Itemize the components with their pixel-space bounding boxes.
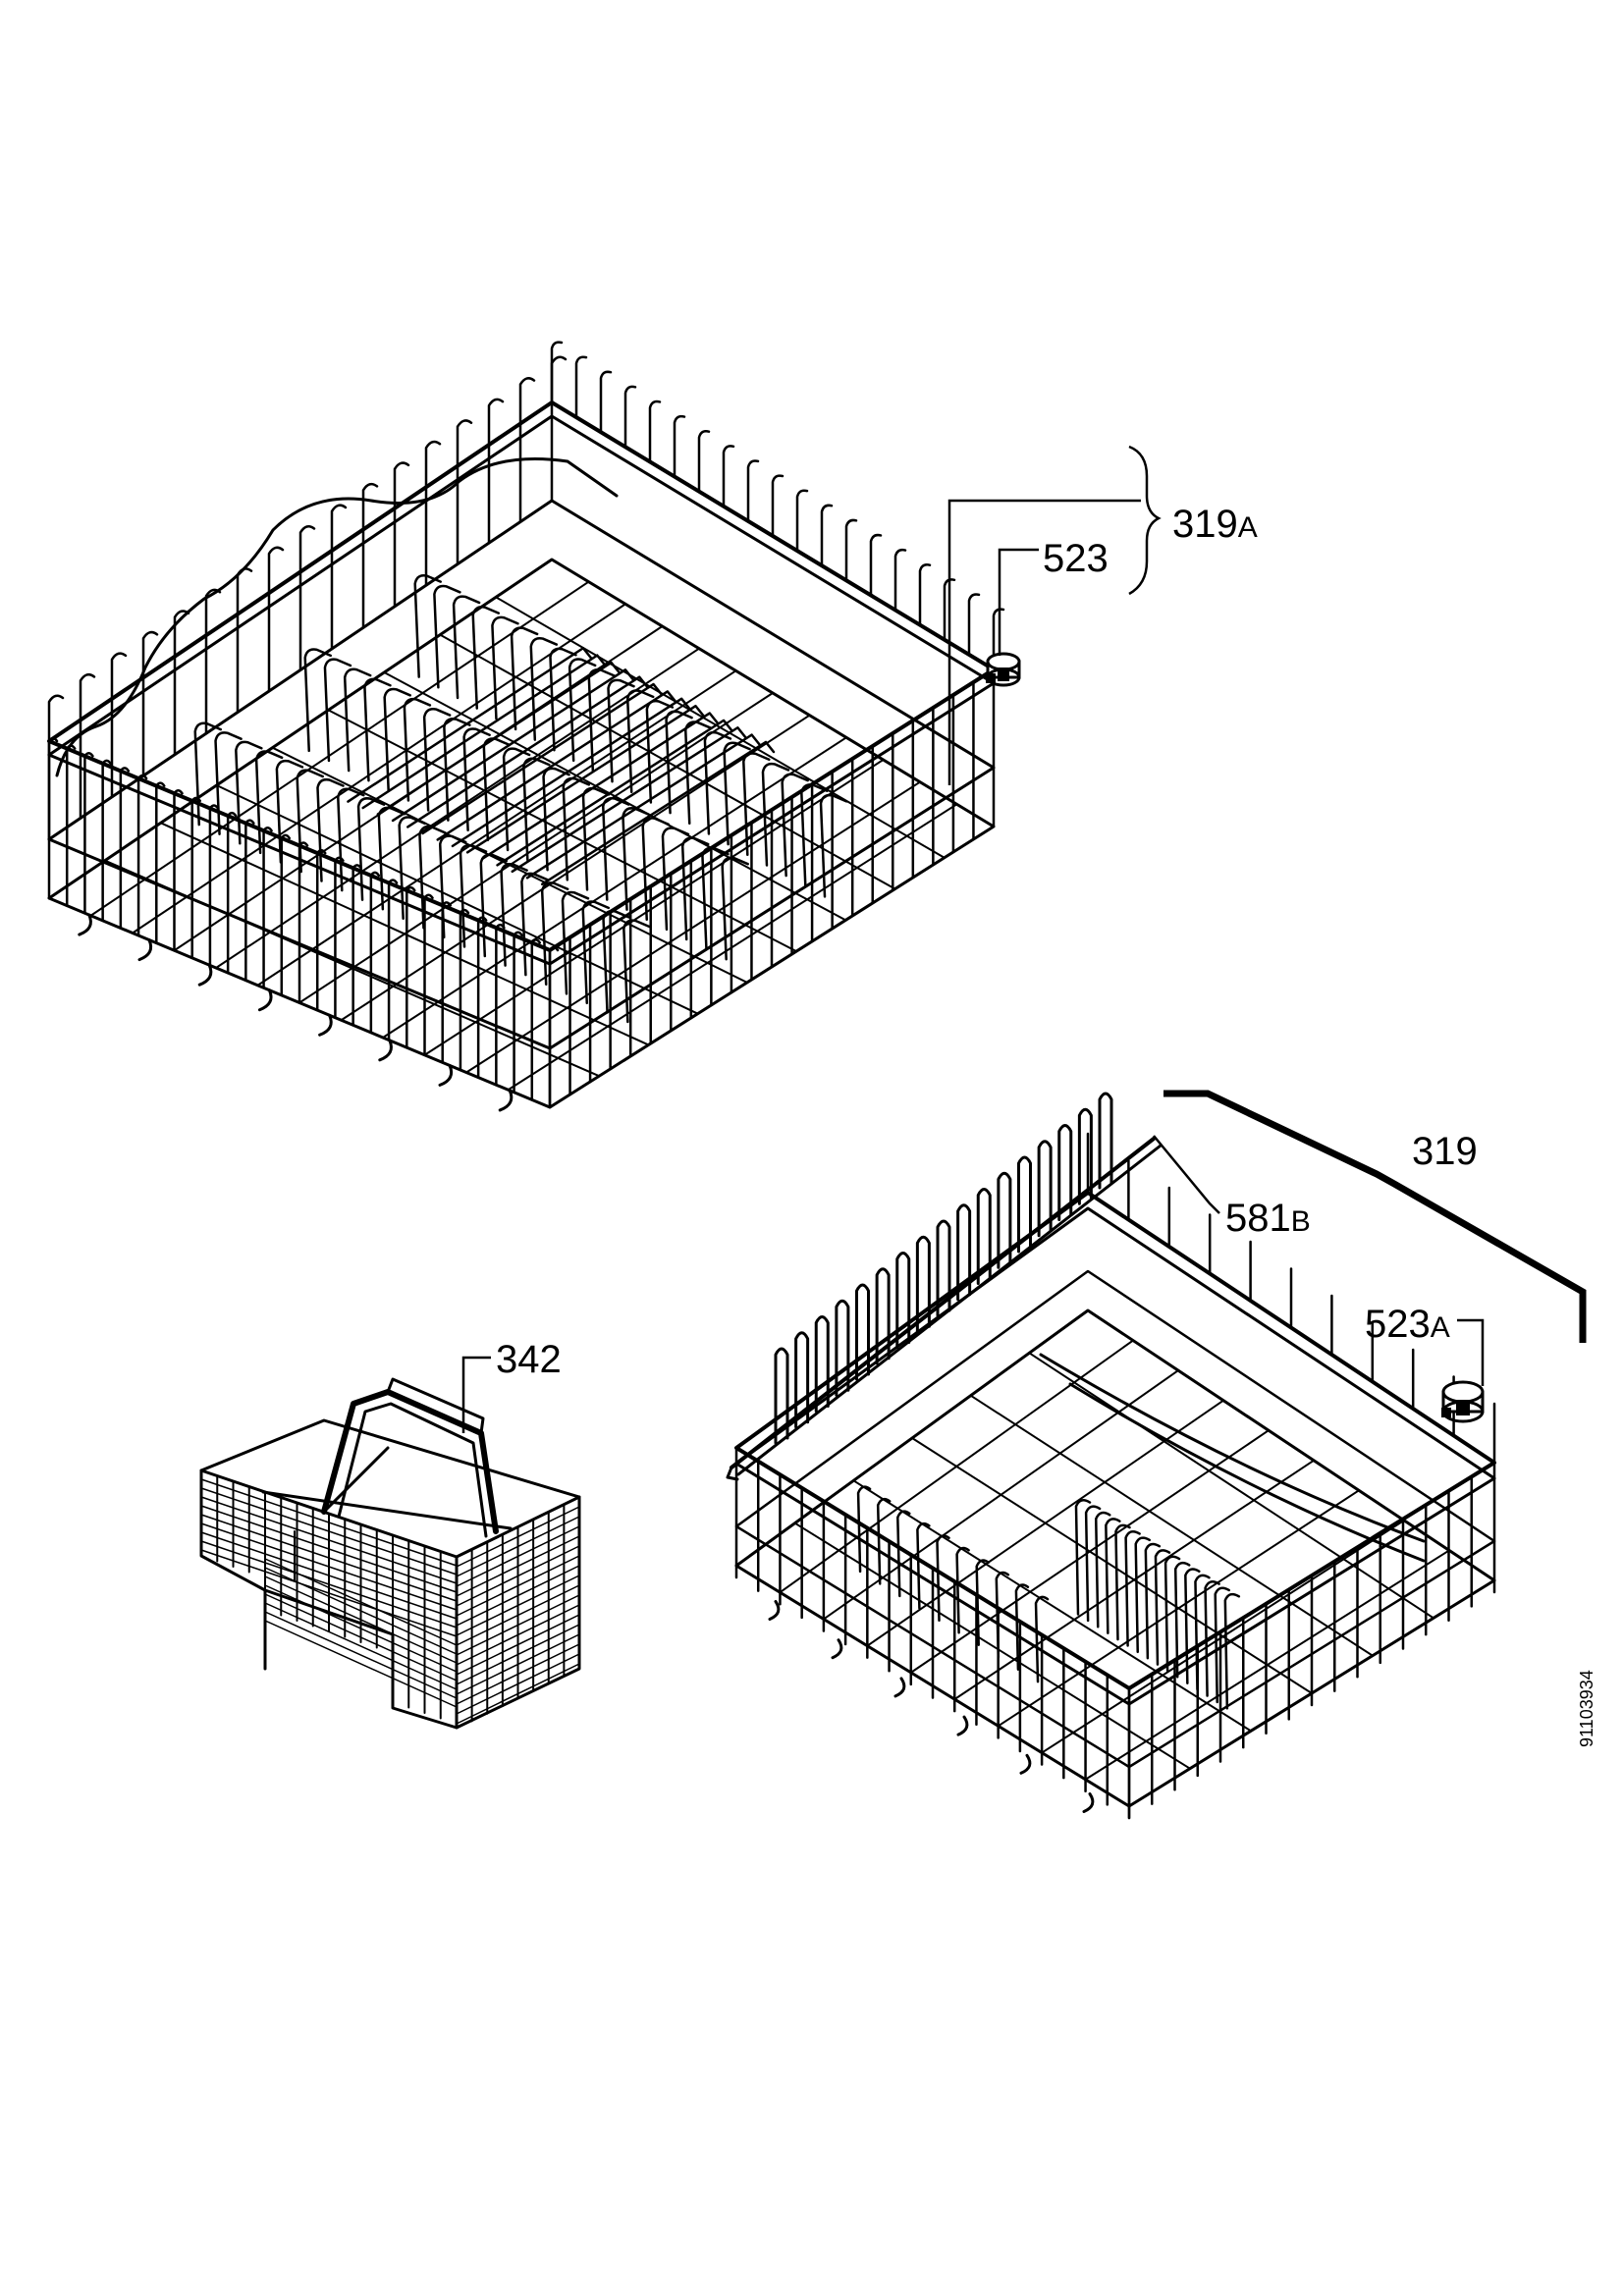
leader-523: [998, 548, 1039, 656]
lower-wheel: [1441, 1380, 1485, 1423]
cutlery-basket: [199, 1377, 581, 1730]
leader-319: [1163, 1090, 1587, 1343]
leader-581b: [1153, 1135, 1220, 1214]
label-523: 523: [1043, 537, 1109, 580]
label-581b: 581B: [1225, 1197, 1311, 1240]
leader-upper-basket: [947, 499, 1141, 785]
leader-523a: [1457, 1318, 1485, 1386]
bracket-319a: [1128, 445, 1162, 596]
upper-wheel: [986, 652, 1021, 687]
leader-342: [461, 1356, 491, 1433]
lower-basket: [734, 1132, 1496, 1820]
plate-rack: [726, 1092, 1163, 1481]
label-319a: 319A: [1172, 503, 1258, 546]
label-342: 342: [496, 1338, 562, 1381]
leader-lines: [461, 445, 1587, 1433]
label-319: 319: [1412, 1130, 1478, 1173]
label-523a: 523A: [1365, 1303, 1450, 1346]
upper-basket: [47, 341, 1005, 1112]
drawing-code: 91103934: [1577, 1670, 1596, 1747]
